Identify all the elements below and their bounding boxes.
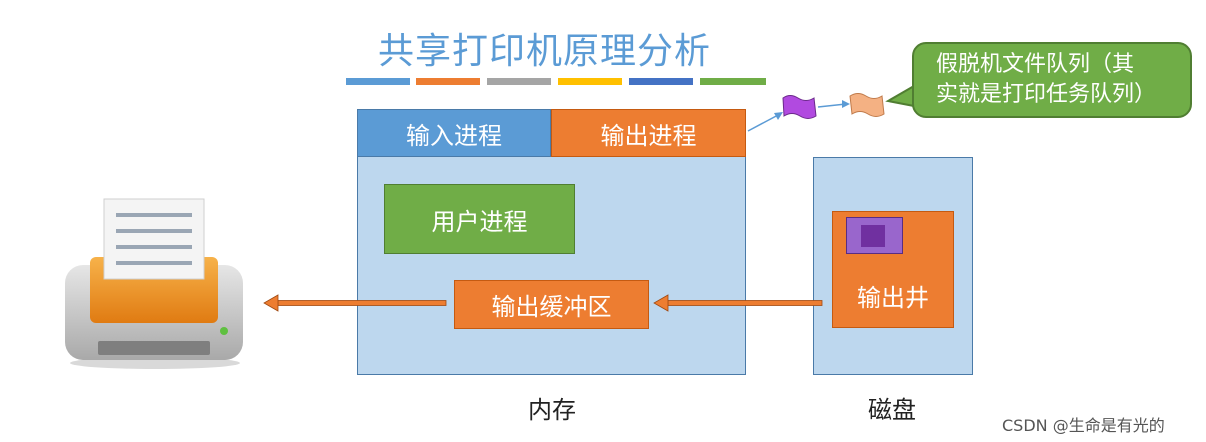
file-icon-purple	[782, 95, 817, 119]
title-bar-4	[558, 78, 622, 85]
output-well-block-inner	[861, 225, 885, 247]
callout-tail	[885, 84, 915, 108]
title-bar-6	[700, 78, 766, 85]
output-well-label: 输出井	[857, 284, 929, 312]
title-bar-2	[416, 78, 480, 85]
title-bar-5	[629, 78, 693, 85]
input-process-label: 输入进程	[406, 121, 502, 150]
callout-line-2: 实就是打印任务队列）	[936, 82, 1157, 107]
user-process-label: 用户进程	[431, 207, 528, 236]
output-buffer-box: 输出缓冲区	[454, 280, 649, 329]
callout-line-1: 假脱机文件队列（其	[936, 52, 1135, 77]
page-title: 共享打印机原理分析	[378, 31, 712, 72]
title-bar-3	[487, 78, 551, 85]
spool-queue-callout: 假脱机文件队列（其 实就是打印任务队列）	[912, 42, 1192, 118]
arrow-output-to-spool	[747, 100, 850, 132]
memory-label: 内存	[528, 396, 576, 424]
printer-icon	[65, 198, 243, 369]
file-icon-peach	[849, 93, 885, 117]
input-process-box: 输入进程	[357, 109, 551, 157]
arrow-disk-to-buffer	[653, 294, 823, 312]
watermark: CSDN @生命是有光的	[1002, 416, 1165, 435]
arrow-buffer-to-printer	[263, 294, 447, 312]
user-process-box: 用户进程	[384, 184, 575, 254]
output-well-block	[846, 217, 903, 254]
disk-label: 磁盘	[868, 396, 916, 424]
output-process-label: 输出进程	[600, 121, 697, 150]
output-process-box: 输出进程	[551, 109, 746, 157]
output-buffer-label: 输出缓冲区	[491, 293, 612, 321]
title-bar-1	[346, 78, 410, 85]
